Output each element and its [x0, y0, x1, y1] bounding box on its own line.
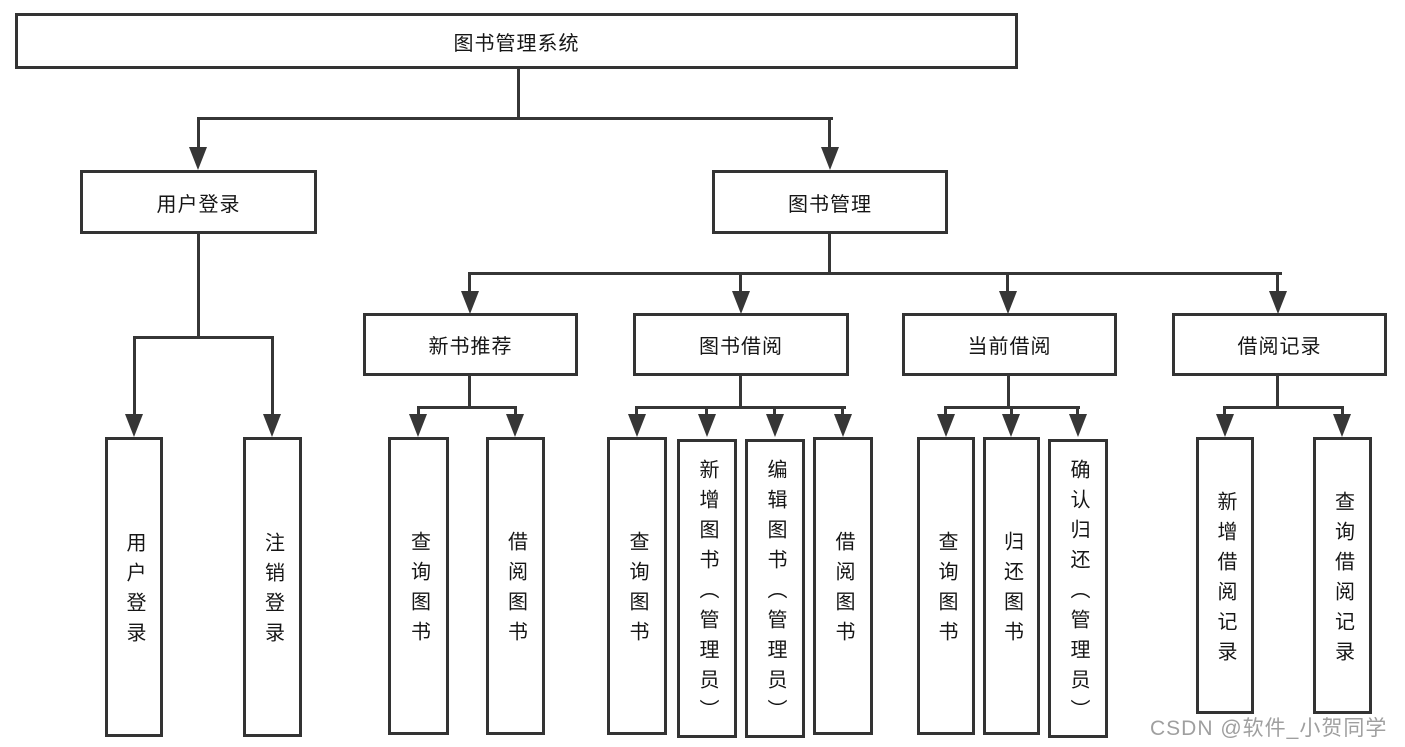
connector-rail [635, 406, 846, 409]
arrow-down [1002, 414, 1020, 437]
connector-stem [739, 375, 742, 409]
leaf-label: 用户登录 [123, 532, 145, 652]
connector-drop-leaf [1010, 406, 1013, 416]
connector-drop-leaf [514, 406, 517, 416]
leaf-label: 注销登录 [261, 532, 284, 652]
connector-manage-stem [828, 233, 831, 274]
leaf-user-login: 用户登录 [105, 437, 163, 737]
arrow-down [1269, 291, 1287, 314]
leaf-return-books: 归还图书 [983, 437, 1040, 735]
connector-login-stem [197, 233, 200, 339]
connector-drop-book-management [828, 117, 831, 150]
connector-drop-leaf [1076, 406, 1079, 416]
arrow-down [1333, 414, 1351, 437]
leaf-query-books-current: 查询图书 [917, 437, 975, 735]
leaf-borrow-books-borrow: 借阅图书 [813, 437, 873, 735]
arrow-down [698, 414, 716, 437]
arrow-down [263, 414, 281, 437]
connector-drop-leaf [417, 406, 420, 416]
arrow-down [821, 147, 839, 170]
connector-root-stem [517, 68, 520, 119]
leaf-label: 新增图书（管理员） [696, 458, 718, 729]
arrow-down [409, 414, 427, 437]
arrow-down [999, 291, 1017, 314]
arrow-down [937, 414, 955, 437]
leaf-label: 查询借阅记录 [1331, 490, 1354, 671]
leaf-confirm-return-admin: 确认归还（管理员） [1048, 439, 1108, 738]
node-label: 新书推荐 [428, 336, 513, 358]
connector-stem [1276, 375, 1279, 409]
leaf-add-book-admin: 新增图书（管理员） [677, 439, 737, 738]
arrow-down [628, 414, 646, 437]
connector-root-rail [197, 117, 833, 120]
leaf-label: 借阅图书 [832, 531, 854, 651]
leaf-borrow-books-recommend: 借阅图书 [486, 437, 545, 735]
connector-drop-leaf [773, 406, 776, 416]
node-user-login: 用户登录 [80, 170, 317, 234]
connector-stem [468, 375, 471, 409]
connector-manage-rail [468, 272, 1282, 275]
connector-stem [1007, 375, 1010, 409]
node-label: 图书管理系统 [453, 32, 580, 55]
node-label: 借阅记录 [1237, 336, 1322, 358]
node-label: 图书管理 [788, 193, 872, 216]
node-book-borrow: 图书借阅 [633, 313, 849, 376]
connector-drop-leaf [133, 336, 136, 416]
arrow-down [189, 147, 207, 170]
connector-drop-book-borrow [739, 272, 742, 293]
leaf-label: 新增借阅记录 [1214, 490, 1236, 671]
csdn-watermark: CSDN @软件_小贺同学 [1150, 717, 1388, 740]
connector-drop-leaf [1341, 406, 1344, 416]
connector-drop-borrow-records [1276, 272, 1279, 293]
node-label: 图书借阅 [699, 336, 783, 358]
connector-drop-leaf [271, 336, 274, 416]
arrow-down [125, 414, 143, 437]
leaf-logout-login: 注销登录 [243, 437, 302, 737]
arrow-down [1069, 414, 1087, 437]
leaf-label: 查询图书 [935, 531, 957, 651]
leaf-edit-book-admin: 编辑图书（管理员） [745, 439, 805, 738]
leaf-add-borrow-record: 新增借阅记录 [1196, 437, 1254, 714]
connector-drop-leaf [705, 406, 708, 416]
leaf-label: 确认归还（管理员） [1067, 458, 1089, 729]
node-book-management: 图书管理 [712, 170, 948, 234]
node-label: 用户登录 [156, 193, 241, 216]
node-borrow-records: 借阅记录 [1172, 313, 1387, 376]
arrow-down [834, 414, 852, 437]
node-current-borrow: 当前借阅 [902, 313, 1117, 376]
node-label: 当前借阅 [967, 336, 1052, 358]
leaf-label: 查询图书 [407, 531, 430, 651]
leaf-label: 借阅图书 [504, 531, 527, 651]
leaf-query-books-borrow: 查询图书 [607, 437, 667, 735]
arrow-down [1216, 414, 1234, 437]
leaf-label: 查询图书 [626, 531, 648, 651]
leaf-label: 编辑图书（管理员） [764, 458, 786, 729]
connector-drop-new-book [468, 272, 471, 293]
leaf-query-borrow-record: 查询借阅记录 [1313, 437, 1372, 714]
node-library-management-system: 图书管理系统 [15, 13, 1018, 69]
connector-login-rail [133, 336, 274, 339]
leaf-query-books-recommend: 查询图书 [388, 437, 449, 735]
arrow-down [506, 414, 524, 437]
connector-drop-leaf [841, 406, 844, 416]
connector-rail [417, 406, 517, 409]
arrow-down [461, 291, 479, 314]
leaf-label: 归还图书 [1000, 531, 1023, 651]
arrow-down [766, 414, 784, 437]
connector-drop-leaf [1223, 406, 1226, 416]
connector-rail [1223, 406, 1344, 409]
connector-drop-current-borrow [1006, 272, 1009, 293]
node-new-book-recommend: 新书推荐 [363, 313, 578, 376]
connector-drop-leaf [635, 406, 638, 416]
connector-drop-leaf [944, 406, 947, 416]
connector-drop-user-login [197, 117, 200, 150]
arrow-down [732, 291, 750, 314]
